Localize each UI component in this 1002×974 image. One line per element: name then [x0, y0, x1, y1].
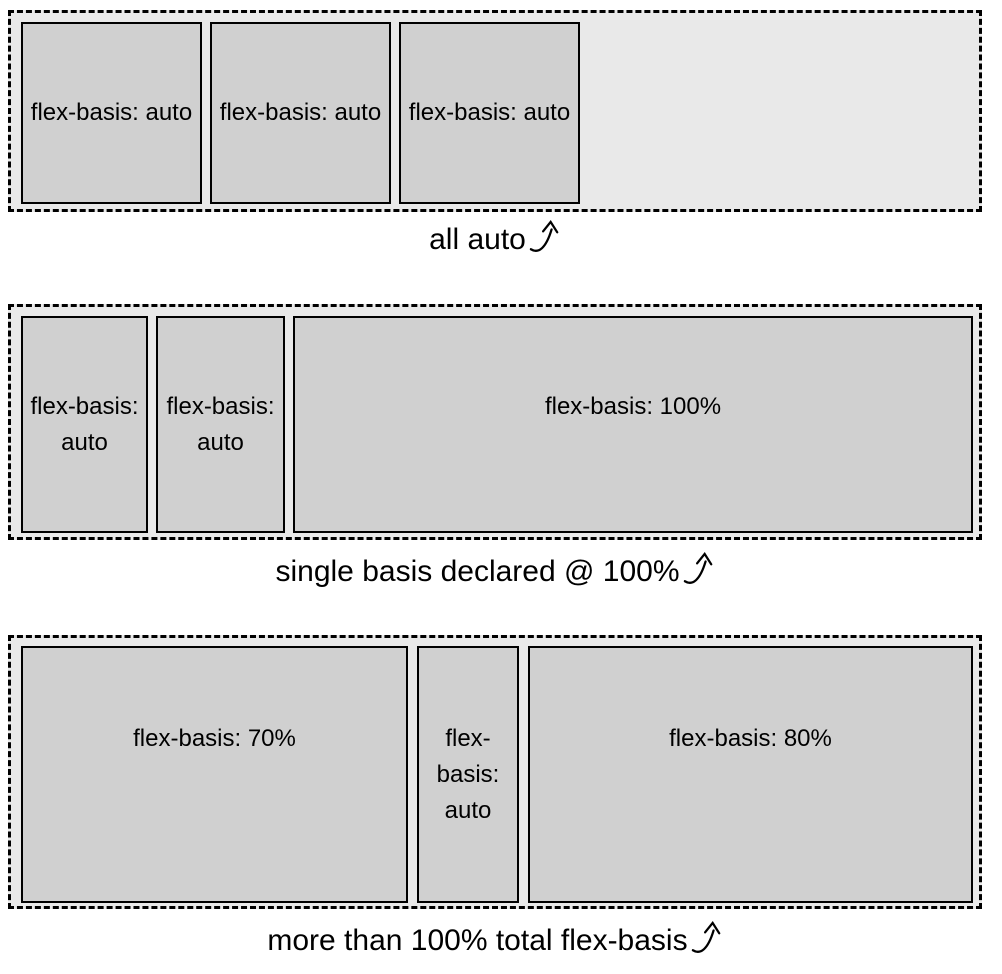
flex-item: flex-basis: auto [21, 22, 202, 204]
caption-text: more than 100% total flex-basis [267, 924, 688, 957]
flex-item-label: flex-basis: auto [436, 724, 500, 824]
flex-container-single-100: flex-basis: auto flex-basis: auto flex-b… [8, 304, 982, 540]
flex-item-label: flex-basis: 80% [669, 724, 832, 752]
flex-item: flex-basis: 100% [293, 316, 973, 533]
caption-text: single basis declared @ 100% [275, 555, 680, 588]
flex-item: flex-basis: auto [399, 22, 580, 204]
flex-item: flex-basis: auto [21, 316, 148, 533]
flex-item-label: flex-basis: 70% [133, 724, 296, 752]
flex-container-over-100: flex-basis: 70% flex-basis: auto flex-ba… [8, 635, 982, 909]
flex-item-label: flex-basis: auto [166, 392, 275, 456]
caption-over-100: more than 100% total flex-basis [8, 919, 982, 961]
flex-item-label: flex-basis: 100% [544, 392, 722, 420]
caption-all-auto: all auto [8, 218, 982, 260]
caption-text: all auto [429, 223, 526, 256]
curved-up-right-arrow-icon [683, 552, 712, 584]
flex-item: flex-basis: auto [156, 316, 285, 533]
flex-item-label: flex-basis: auto [30, 99, 193, 126]
flex-item: flex-basis: auto [417, 646, 519, 903]
flex-container-all-auto: flex-basis: auto flex-basis: auto flex-b… [8, 10, 982, 212]
curved-up-right-arrow-icon [529, 220, 559, 252]
flex-basis-diagram: flex-basis: auto flex-basis: auto flex-b… [8, 10, 982, 961]
flex-item: flex-basis: 70% [21, 646, 408, 903]
flex-item: flex-basis: auto [210, 22, 391, 204]
flex-item-label: flex-basis: auto [219, 99, 382, 126]
flex-item-label: flex-basis: auto [408, 99, 571, 126]
flex-item-label: flex-basis: auto [30, 392, 139, 456]
caption-single-100: single basis declared @ 100% [8, 550, 982, 592]
curved-up-right-arrow-icon [691, 921, 720, 953]
flex-item: flex-basis: 80% [528, 646, 973, 903]
